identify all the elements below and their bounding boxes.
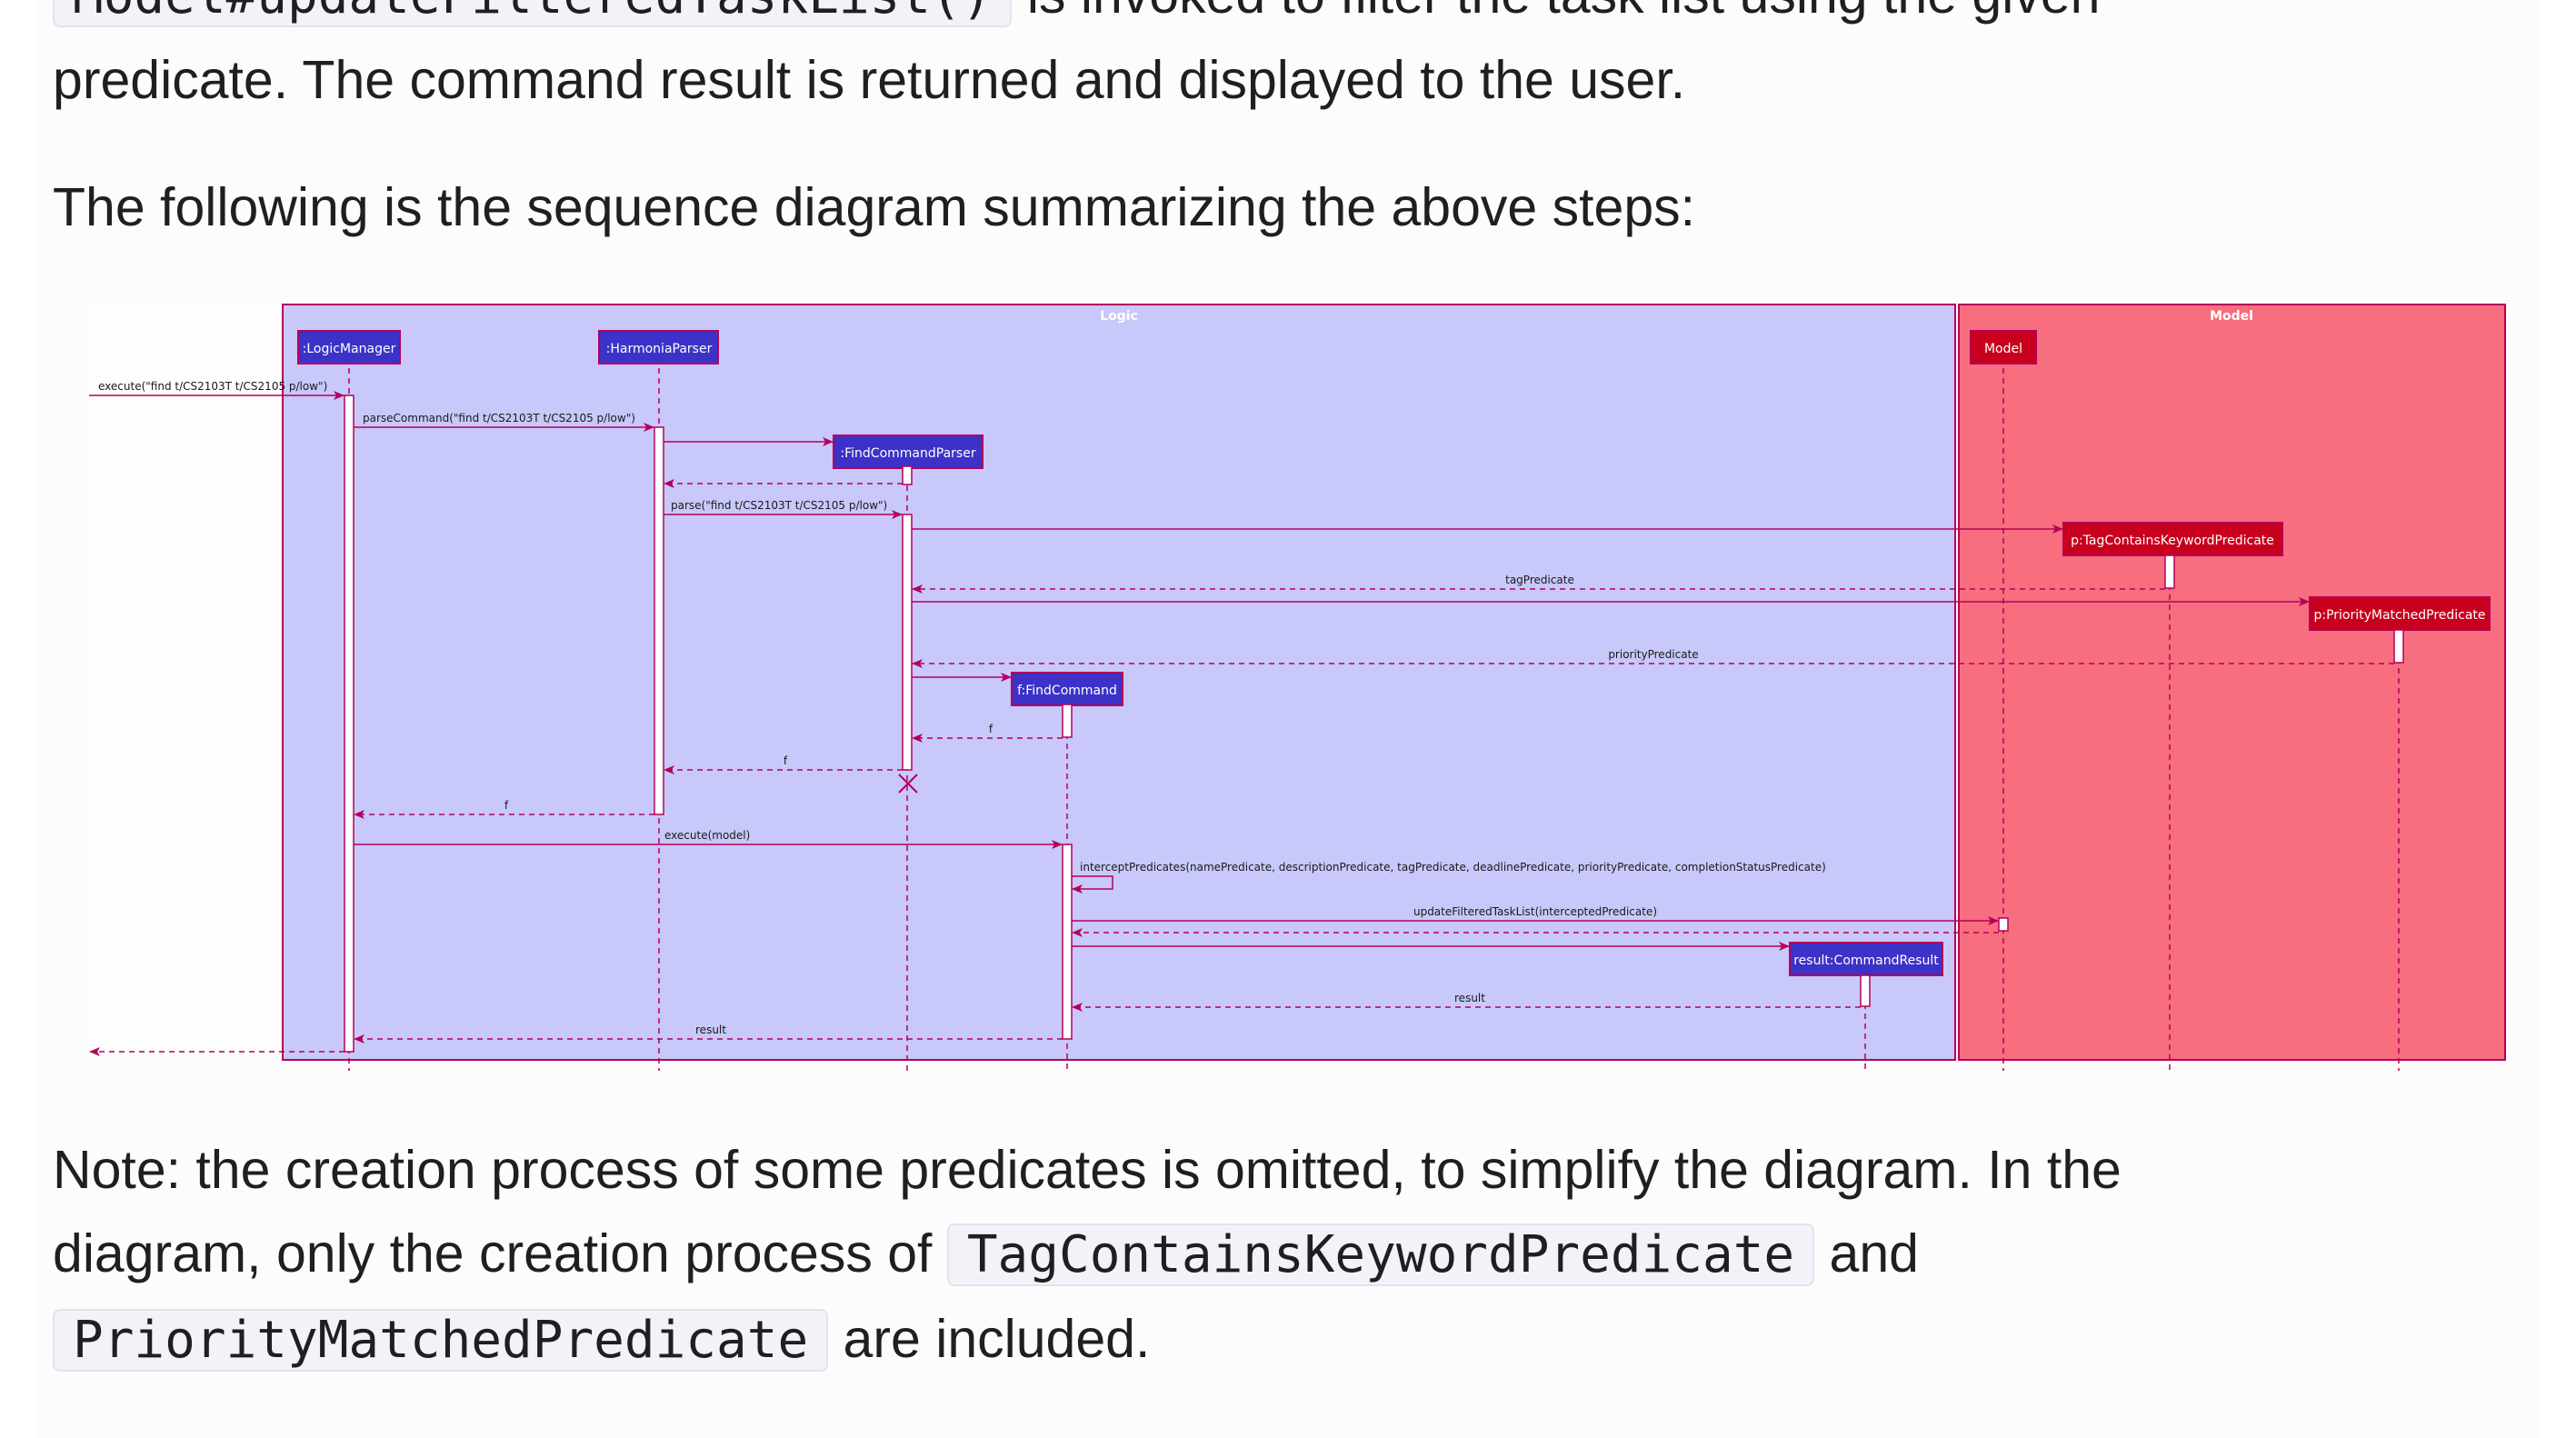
note-line-2-end: and — [1814, 1223, 1919, 1283]
code-update-filtered-task-list: Model#updateFilteredTaskList() — [53, 0, 1013, 27]
label-priority-predicate: priorityPredicate — [1608, 648, 1698, 661]
label-parse: parse("find t/CS2103T t/CS2105 p/low") — [671, 499, 887, 512]
activation-find-command-init — [1062, 704, 1073, 738]
label-f2: f — [784, 754, 788, 767]
logic-frame-title: Logic — [1100, 309, 1138, 324]
label-result-inner: result — [1454, 992, 1485, 1004]
paragraph-note: Note: the creation process of some predi… — [53, 1128, 2122, 1383]
paragraph-top-text-a: is invoked to filter the task list using… — [1012, 0, 2101, 25]
activation-find-command-parser — [902, 514, 913, 771]
participant-find-command — [1011, 672, 1123, 706]
activation-priority-predicate — [2393, 629, 2404, 664]
participant-harmonia-parser — [598, 330, 719, 364]
label-execute: execute("find t/CS2103T t/CS2105 p/low") — [98, 380, 327, 393]
label-update: updateFilteredTaskList(interceptedPredic… — [1413, 905, 1657, 918]
participant-find-command-label: f:FindCommand — [1017, 684, 1117, 698]
model-frame-title: Model — [2210, 309, 2253, 324]
paragraph-top: Model#updateFilteredTaskList() is invoke… — [53, 0, 2100, 122]
note-line-2: diagram, only the creation process of — [53, 1223, 947, 1283]
label-parse-command: parseCommand("find t/CS2103T t/CS2105 p/… — [363, 412, 635, 424]
activation-logic-manager — [344, 394, 354, 1053]
participant-logic-manager-label: :LogicManager — [303, 342, 396, 356]
activation-model — [1998, 917, 2009, 932]
activation-tag-predicate — [2164, 554, 2175, 589]
participant-command-result-label: result:CommandResult — [1793, 954, 1939, 968]
participant-harmonia-parser-label: :HarmoniaParser — [606, 342, 713, 356]
activation-command-result — [1860, 974, 1871, 1007]
participant-find-command-parser — [833, 434, 983, 469]
participant-find-command-parser-label: :FindCommandParser — [840, 446, 975, 461]
participant-tag-predicate-label: p:TagContainsKeywordPredicate — [2071, 534, 2274, 548]
participant-priority-predicate-label: p:PriorityMatchedPredicate — [2313, 608, 2485, 623]
destroy-marker — [898, 774, 918, 794]
model-frame — [1958, 304, 2506, 1061]
label-f3: f — [504, 799, 509, 812]
label-intercept: interceptPredicates(namePredicate, descr… — [1080, 861, 1826, 874]
code-priority-matched-predicate: PriorityMatchedPredicate — [53, 1309, 829, 1372]
participant-model-label: Model — [1984, 342, 2022, 356]
label-f1: f — [989, 723, 993, 735]
activation-harmonia-parser — [654, 426, 664, 815]
note-line-3-end: are included. — [828, 1309, 1151, 1369]
participant-command-result — [1789, 942, 1943, 976]
label-result-outer: result — [695, 1024, 726, 1036]
code-tag-contains-keyword-predicate: TagContainsKeywordPredicate — [946, 1223, 1815, 1286]
activation-find-command — [1062, 844, 1073, 1040]
participant-logic-manager — [297, 330, 401, 364]
message-intercept-line — [1072, 875, 1113, 894]
activation-find-command-parser-init — [902, 465, 913, 485]
label-execute-model: execute(model) — [664, 829, 750, 842]
participant-priority-predicate — [2309, 596, 2491, 631]
participant-model — [1970, 330, 2037, 364]
note-line-1: Note: the creation process of some predi… — [53, 1140, 2122, 1200]
paragraph-top-text-b: predicate. The command result is returne… — [53, 50, 1686, 110]
paragraph-intro: The following is the sequence diagram su… — [53, 177, 1696, 237]
label-tag-predicate: tagPredicate — [1505, 574, 1574, 586]
